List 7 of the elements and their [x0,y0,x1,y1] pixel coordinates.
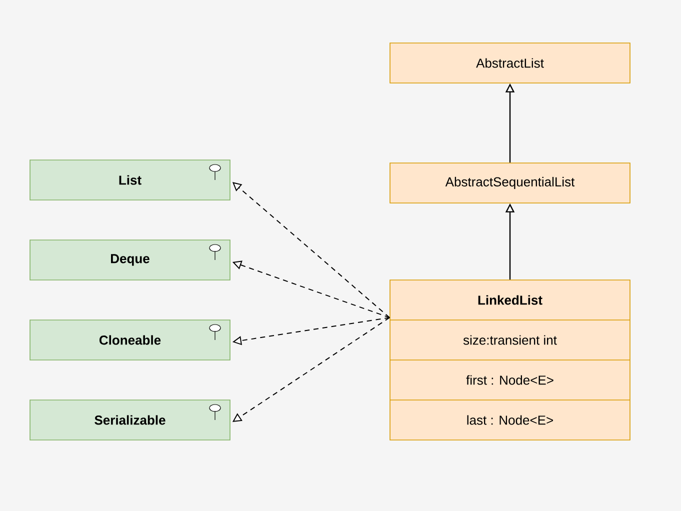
interface-box: Cloneable [30,320,230,360]
class-box: AbstractList [390,42,630,84]
interface-box: Serializable [30,400,230,440]
interface-box: Deque [30,240,230,280]
class-box: LinkedList size:transient int first : Node<E> last : Node<E> [390,280,630,440]
class-box: AbstractSequentialList [390,162,630,204]
interface-box: List [30,160,230,200]
